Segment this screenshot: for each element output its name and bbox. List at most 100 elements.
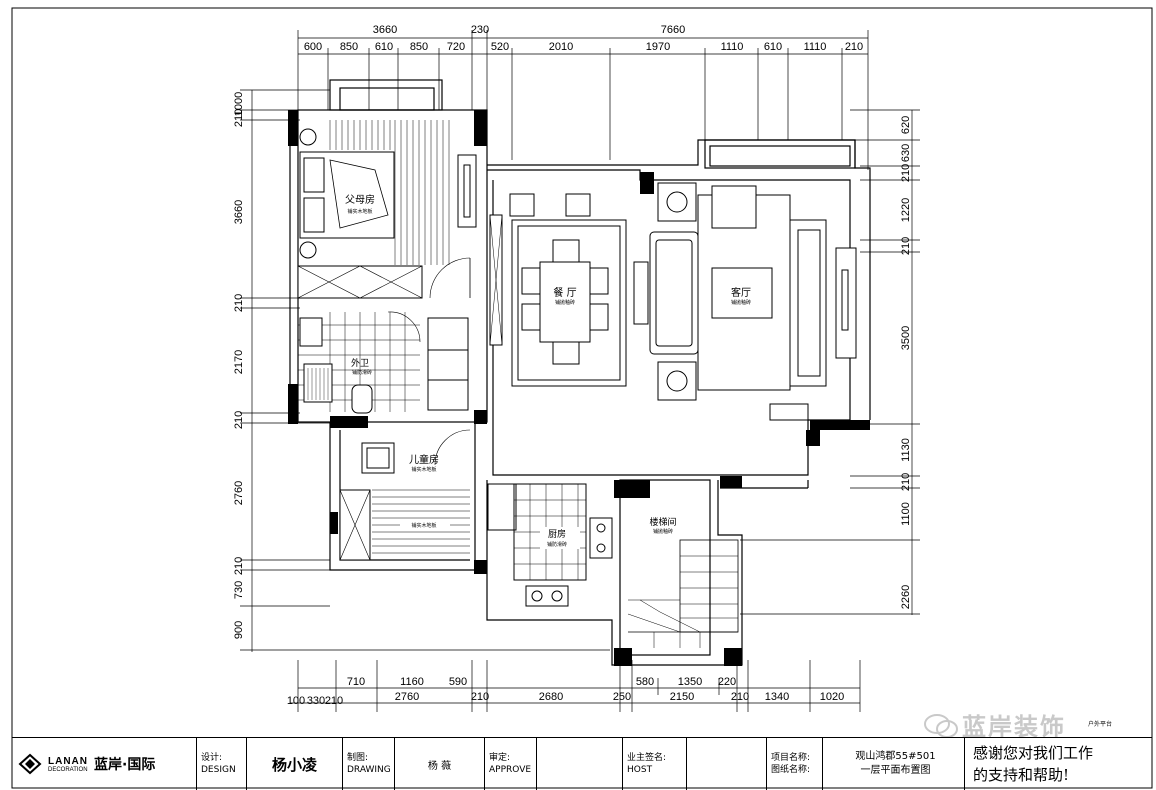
wall-columns [288, 110, 870, 666]
dim-left: 2760 [233, 481, 245, 505]
dim-top-inner: 1110 [721, 41, 744, 53]
dim-bottom-outer: 210 [731, 691, 749, 703]
tv-cabinet [457, 154, 477, 228]
design-label: 设计:DESIGN [197, 738, 247, 790]
wood-floor-hatch [372, 489, 470, 554]
pillow [303, 197, 325, 233]
room-label-kitchen: 厨房 [548, 528, 566, 540]
dim-top-inner: 1110 [804, 41, 827, 53]
dim-bottom-inner: 1160 [400, 676, 424, 688]
wash-basin [299, 317, 323, 347]
dim-left: 210 [233, 557, 245, 575]
dim-top-outer: 3660 [373, 24, 397, 36]
watermark-text: 蓝岸装饰 [962, 713, 1066, 741]
dim-bottom-outer: 2760 [395, 691, 419, 703]
dim-right: 620 [900, 116, 912, 134]
dim-left: 730 [233, 581, 245, 599]
chair [509, 193, 535, 217]
dim-bottom-outer: 100 [287, 695, 305, 707]
dim-right: 1130 [900, 438, 912, 462]
dim-bottom-outer: 2150 [670, 691, 694, 703]
tv-unit [835, 247, 857, 359]
dim-left: 1000 [233, 92, 245, 116]
bathroom: 外卫 铺防滑砖 [298, 311, 469, 414]
dim-bottom-inner: 1350 [678, 676, 702, 688]
room-floor-note: 铺实木地板 [411, 466, 436, 473]
dim-bottom-inner: 220 [718, 676, 736, 688]
dim-right: 1220 [900, 198, 912, 222]
room-floor-note: 铺抛釉砖 [653, 528, 673, 535]
dim-top-inner: 850 [410, 41, 428, 53]
wardrobe-cross [297, 265, 423, 299]
dim-bottom-outer: 210 [471, 691, 489, 703]
dim-left: 2170 [233, 350, 245, 374]
dim-right: 3500 [900, 326, 912, 350]
chair [589, 267, 609, 295]
chair [552, 341, 580, 365]
dim-left: 210 [233, 294, 245, 312]
drafter-name: 杨 薇 [395, 738, 485, 790]
dim-top-outer: 7660 [661, 24, 685, 36]
room-label-dining: 餐 厅 [553, 286, 576, 299]
dim-left: 210 [233, 109, 245, 127]
chair [521, 267, 541, 295]
dim-right: 2260 [900, 585, 912, 609]
parents-room: 父母房 铺实木地板 [297, 120, 477, 299]
nightstand-lamp [299, 128, 317, 146]
dim-top-inner: 850 [340, 41, 358, 53]
bed-cover [329, 159, 389, 229]
rug-inner [517, 225, 621, 381]
pillow [303, 157, 325, 193]
dim-top-inner: 1970 [646, 41, 670, 53]
shower-tray [303, 363, 333, 403]
toilet [351, 384, 373, 414]
dim-top-inner: 600 [304, 41, 322, 53]
chair [565, 193, 591, 217]
kitchen: 厨房 铺防滑砖 [487, 483, 613, 607]
approver-name [537, 738, 623, 790]
dim-top-inner: 210 [845, 41, 863, 53]
wardrobe [297, 265, 423, 299]
kids-room: 儿童房 铺实木地板 铺实木地板 [339, 429, 471, 561]
drawing-name: 一层平面布置图 [860, 765, 931, 776]
thanks-note: 感谢您对我们工作 的支持和帮助! [973, 744, 1094, 784]
chair [521, 303, 541, 331]
armchair [711, 185, 757, 229]
sofa [649, 231, 699, 355]
dim-left: 3660 [233, 200, 245, 224]
chat-bubble-icon [924, 714, 958, 738]
dim-bottom-inner: 580 [636, 676, 654, 688]
corner-note: 户外平台 [1088, 720, 1112, 728]
room-label-bathroom: 外卫 [351, 357, 369, 369]
dim-right: 630 [900, 144, 912, 162]
room-floor-note: 铺抛釉砖 [555, 299, 575, 306]
project-labels: 项目名称:图纸名称: [767, 738, 823, 790]
room-floor-note: 铺实木地板 [347, 208, 372, 215]
project-info: 观山鸿郡55#501 一层平面布置图 [823, 738, 965, 790]
door-swing [429, 257, 471, 299]
fridge [487, 483, 517, 531]
project-name: 观山鸿郡55#501 [855, 751, 936, 762]
dim-top-inner: 610 [764, 41, 782, 53]
dim-bottom-outer: 250 [613, 691, 631, 703]
living-room: 客厅 铺抛釉砖 [633, 182, 857, 421]
chair [552, 239, 580, 263]
brand-cn: 蓝岸·国际 [94, 757, 156, 773]
door-swing [434, 429, 471, 466]
wood-floor-hatch [329, 120, 450, 265]
host-signature [687, 738, 767, 790]
dim-right: 210 [900, 164, 912, 182]
drawing-frame [11, 7, 1153, 789]
stairwell: 楼梯间 铺抛釉砖 [627, 516, 739, 648]
dim-bottom-outer: 2680 [539, 691, 563, 703]
brand-mark-icon [18, 753, 42, 775]
dim-right: 210 [900, 473, 912, 491]
gas-stove [589, 517, 613, 559]
dim-top-inner: 610 [375, 41, 393, 53]
window-bay [789, 219, 827, 387]
room-floor-note: 铺防滑砖 [352, 369, 372, 376]
dining-area: 餐 厅 铺抛釉砖 [489, 193, 627, 387]
dim-left: 210 [233, 411, 245, 429]
tv-screen [463, 164, 471, 218]
